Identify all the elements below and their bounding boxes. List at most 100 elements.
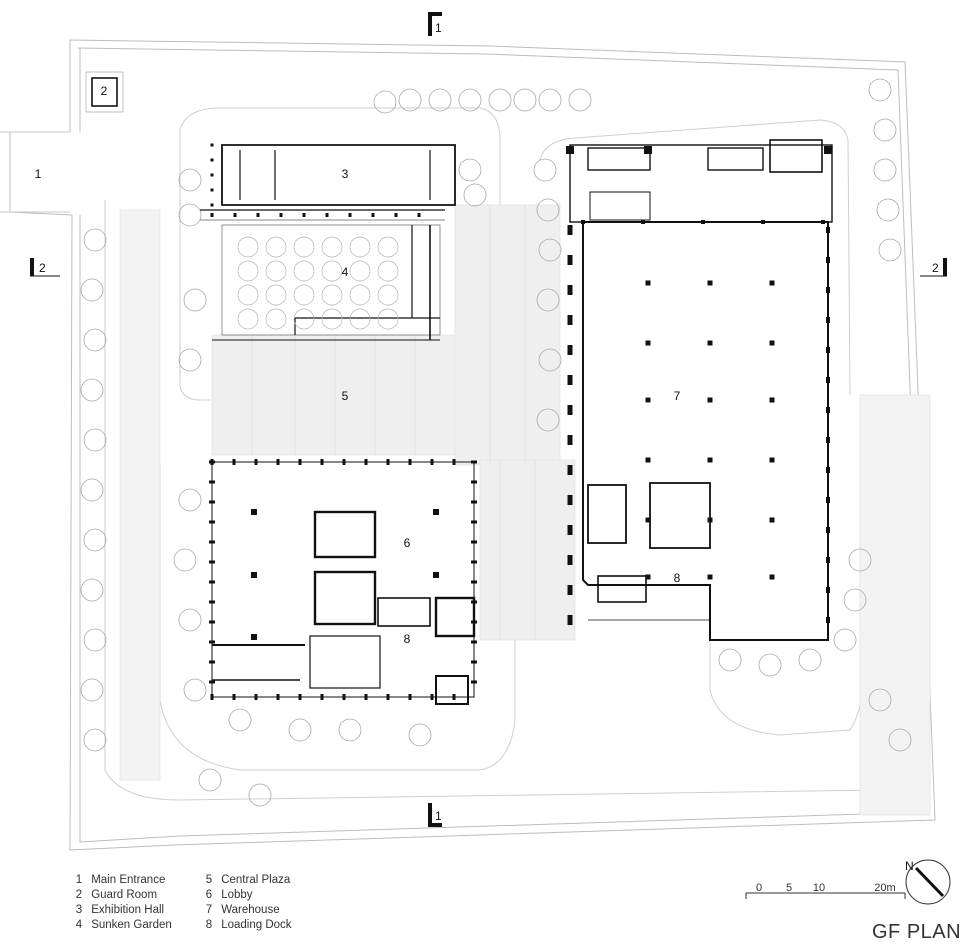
tree-icon xyxy=(873,118,897,142)
section-marker-1-bottom: 1 xyxy=(428,803,442,827)
svg-text:2: 2 xyxy=(39,261,46,275)
column-icon xyxy=(761,220,765,224)
column-icon xyxy=(567,435,573,445)
tree-icon xyxy=(178,488,202,512)
tree-icon xyxy=(888,728,912,752)
svg-text:2: 2 xyxy=(932,261,939,275)
planter-icon xyxy=(321,260,343,282)
column-icon xyxy=(209,600,215,604)
column-icon xyxy=(371,213,375,217)
column-icon xyxy=(645,574,651,580)
planter-icon xyxy=(349,260,371,282)
column-icon xyxy=(386,459,390,465)
scale-bar xyxy=(745,892,906,899)
sunken-garden-planters xyxy=(237,236,399,330)
column-icon xyxy=(471,680,477,684)
tree-icon xyxy=(513,88,537,112)
column-icon xyxy=(210,203,214,207)
planter-icon xyxy=(237,284,259,306)
column-icon xyxy=(645,280,651,286)
lobby-building xyxy=(211,461,476,705)
column-icon xyxy=(209,640,215,644)
column-icon xyxy=(430,694,434,700)
entrance-road xyxy=(0,131,70,213)
north-label: N xyxy=(905,859,914,873)
tree-icon xyxy=(83,728,107,752)
planter-icon xyxy=(377,236,399,258)
label-guard-room: 2 xyxy=(101,84,108,98)
column-icon xyxy=(769,340,775,346)
scale-tick-0: 0 xyxy=(756,882,762,894)
tree-icon xyxy=(398,88,422,112)
column-icon xyxy=(471,520,477,524)
column-icon xyxy=(471,660,477,664)
tree-icon xyxy=(848,548,872,572)
column-icon xyxy=(210,213,214,217)
column-icon xyxy=(707,280,713,286)
section-marker-1-top: 1 xyxy=(428,12,442,36)
tree-icon xyxy=(83,528,107,552)
svg-text:1: 1 xyxy=(435,809,442,823)
column-icon xyxy=(471,640,477,644)
column-icon xyxy=(210,173,214,177)
planter-icon xyxy=(237,260,259,282)
column-icon xyxy=(826,227,830,233)
tree-icon xyxy=(568,88,592,112)
column-icon xyxy=(471,600,477,604)
planter-icon xyxy=(265,260,287,282)
tree-icon xyxy=(183,288,207,312)
tree-icon xyxy=(178,608,202,632)
tree-icon xyxy=(178,203,202,227)
tree-icon xyxy=(373,90,397,114)
column-icon xyxy=(471,580,477,584)
tree-icon xyxy=(843,588,867,612)
column-icon xyxy=(769,280,775,286)
tree-icon xyxy=(868,688,892,712)
label-central-plaza: 5 xyxy=(342,389,349,403)
legend-item: 8 Loading Dock xyxy=(205,919,292,931)
column-icon xyxy=(209,520,215,524)
legend: 1 Main Entrance 5 Central Plaza 2 Guard … xyxy=(70,874,330,931)
planter-icon xyxy=(321,236,343,258)
guard-room-building xyxy=(85,71,124,113)
column-icon xyxy=(826,437,830,443)
tree-icon xyxy=(538,348,562,372)
column-icon xyxy=(251,509,257,515)
column-icon xyxy=(320,459,324,465)
tree-icon xyxy=(83,328,107,352)
column-icon xyxy=(251,634,257,640)
column-icon xyxy=(452,694,456,700)
column-icon xyxy=(209,580,215,584)
tree-icon xyxy=(173,548,197,572)
planter-icon xyxy=(321,308,343,330)
legend-item: 5 Central Plaza xyxy=(205,874,291,886)
column-icon xyxy=(566,146,574,154)
column-icon xyxy=(826,557,830,563)
column-icon xyxy=(645,340,651,346)
planter-icon xyxy=(293,260,315,282)
tree-icon xyxy=(458,88,482,112)
scale-tick-20m: 20m xyxy=(874,882,895,894)
tree-icon xyxy=(183,678,207,702)
paving-lines xyxy=(251,205,536,640)
scale-tick-10: 10 xyxy=(813,882,825,894)
tree-icon xyxy=(198,768,222,792)
column-icon xyxy=(276,459,280,465)
tree-icon xyxy=(538,238,562,262)
section-marker-2-left: 2 xyxy=(30,258,60,277)
tree-icon xyxy=(463,183,487,207)
column-icon xyxy=(567,315,573,325)
column-icon xyxy=(254,694,258,700)
tree-icon xyxy=(833,628,857,652)
warehouse-building xyxy=(569,139,833,641)
tree-icon xyxy=(338,718,362,742)
column-icon xyxy=(567,525,573,535)
column-icon xyxy=(826,497,830,503)
room-labels: 1 2 3 4 5 6 7 8 8 xyxy=(35,84,681,646)
planter-icon xyxy=(377,308,399,330)
tree-icon xyxy=(878,238,902,262)
column-icon xyxy=(821,220,825,224)
legend-item: 6 Lobby xyxy=(205,889,253,901)
column-icon xyxy=(209,540,215,544)
scale-tick-5: 5 xyxy=(786,882,792,894)
